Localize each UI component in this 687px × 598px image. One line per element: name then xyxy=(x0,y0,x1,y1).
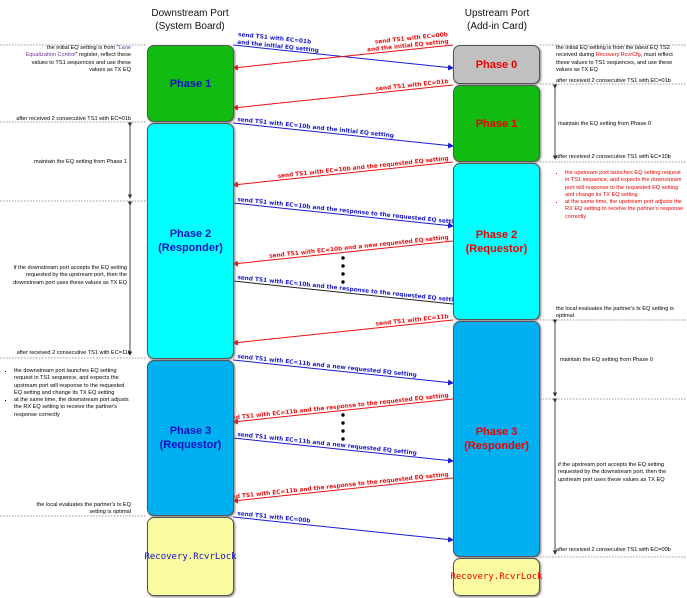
message-arrow xyxy=(232,84,454,111)
downstream-box-1: Phase 2 (Responder) xyxy=(147,123,234,359)
message-arrow xyxy=(232,161,454,188)
box-label: Phase 0 xyxy=(475,58,518,71)
message-arrow xyxy=(232,280,454,305)
right-initial-eq-note: the initial EQ setting is from the lates… xyxy=(556,45,684,74)
box-label: Phase 1 xyxy=(475,117,518,130)
box-label: Phase 1 xyxy=(169,77,212,90)
bullet-item: at the same time, the downstream port ad… xyxy=(14,397,131,419)
box-label: Recovery.RcvrLock xyxy=(450,572,543,582)
bullet-item: the downstream port launches EQ setting … xyxy=(14,368,131,397)
message-arrow xyxy=(232,359,454,386)
message-label: send TS1 with EC=11b and a new requested… xyxy=(237,432,417,457)
note-text: the initial EQ setting is from the lates… xyxy=(556,45,670,59)
state-name: Recovery.RcvrCfg xyxy=(595,52,641,59)
downstream-box-3: Recovery.RcvrLock xyxy=(144,517,237,596)
phase-boundary-lines xyxy=(0,44,687,558)
message-arrow xyxy=(232,202,454,229)
message-label: send TS1 with EC=00b xyxy=(237,511,311,525)
message-label: send TS1 with EC=10b and the requested E… xyxy=(277,156,449,180)
message-arrow xyxy=(232,477,454,504)
message-label: send TS1 with EC=01b xyxy=(375,79,449,93)
box-label: Phase 3 (Responder) xyxy=(464,426,529,452)
right-accepts-note: if the upstream port accepts the EQ sett… xyxy=(558,462,667,483)
message-label: send TS1 with EC=10b and a new requested… xyxy=(269,235,449,260)
message-label: send TS1 with EC=10b and the response to… xyxy=(237,275,462,304)
upstream-box-1: Phase 1 xyxy=(453,85,540,162)
right-maintain-note-2: maintain the EQ setting from Phase 0 xyxy=(560,357,653,363)
message-arrow xyxy=(232,516,454,543)
box-label: Phase 2 (Requestor) xyxy=(465,228,528,255)
upstream-box-3: Phase 3 (Responder) xyxy=(453,321,540,557)
message-arrow xyxy=(232,319,454,346)
message-arrow xyxy=(232,44,454,71)
note-text: " register, reflect these values to TS1 … xyxy=(31,52,131,73)
upstream-box-4: Recovery.RcvrLock xyxy=(450,558,543,596)
message-label: send TS1 with EC=11b and a new requested… xyxy=(237,354,417,379)
downstream-port-header: Downstream Port (System Board) xyxy=(151,8,229,32)
message-label: send TS1 with EC=11b and the response to… xyxy=(224,393,449,422)
message-arrow xyxy=(232,398,454,425)
message-label: send TS1 with EC=10b and the response to… xyxy=(237,197,462,226)
left-after-11b-note: after received 2 consecutive TS1 with EC… xyxy=(16,350,131,356)
message-label: send TS1 with EC=11b and the response to… xyxy=(224,472,449,501)
bullet-item: the upstream port launches EQ setting re… xyxy=(565,170,684,199)
box-label: Recovery.RcvrLock xyxy=(144,551,237,562)
right-after-01b-note: after received 2 consecutive TS1 with EC… xyxy=(556,78,671,84)
register-name: Lane Equalization Control xyxy=(25,45,131,59)
box-label: Phase 2 (Responder) xyxy=(158,228,223,254)
right-after-00b-note: after received 2 consecutive TS1 with EC… xyxy=(556,547,671,553)
left-requestor-bullets: the downstream port launches EQ setting … xyxy=(5,368,131,419)
message-label: send TS1 with EC=11b xyxy=(375,314,449,328)
left-accepts-note: if the downstream port accepts the EQ se… xyxy=(13,265,127,286)
box-label: Phase 3 (Requestor) xyxy=(159,425,222,451)
message-label: send TS1 with EC=10b and the initial EQ … xyxy=(237,117,394,139)
downstream-box-0: Phase 1 xyxy=(147,45,234,122)
upstream-box-0: Phase 0 xyxy=(453,45,540,84)
left-initial-eq-note: the initial EQ setting is from "Lane Equ… xyxy=(20,45,131,74)
message-arrow xyxy=(232,240,454,267)
left-optimal-note: the local evaluates the partner's tx EQ … xyxy=(36,502,131,516)
upstream-box-2: Phase 2 (Requestor) xyxy=(453,163,540,320)
downstream-box-2: Phase 3 (Requestor) xyxy=(147,360,234,516)
continuation-dots xyxy=(341,256,345,441)
left-after-01b-note: after received 2 consecutive TS1 with EC… xyxy=(16,116,131,122)
right-after-10b-note: after received 2 consecutive TS1 with EC… xyxy=(556,154,671,160)
note-text: , must reflect these values to TS1 seque… xyxy=(556,52,673,73)
bullet-item: at the same time, the upstream port adju… xyxy=(565,199,684,221)
left-maintain-note: maintain the EQ setting from Phase 1 xyxy=(34,159,127,165)
message-arrow xyxy=(232,122,454,149)
right-maintain-note-1: maintain the EQ setting from Phase 0 xyxy=(558,121,651,127)
right-requestor-bullets: the upstream port launches EQ setting re… xyxy=(556,170,684,221)
message-arrow xyxy=(232,437,454,464)
right-optimal-note: the local evaluates the partner's tx EQ … xyxy=(556,306,674,320)
duration-arrows xyxy=(127,84,558,555)
note-text: the initial EQ setting is from " xyxy=(46,45,119,51)
upstream-port-header: Upstream Port (Add-in Card) xyxy=(464,8,530,32)
